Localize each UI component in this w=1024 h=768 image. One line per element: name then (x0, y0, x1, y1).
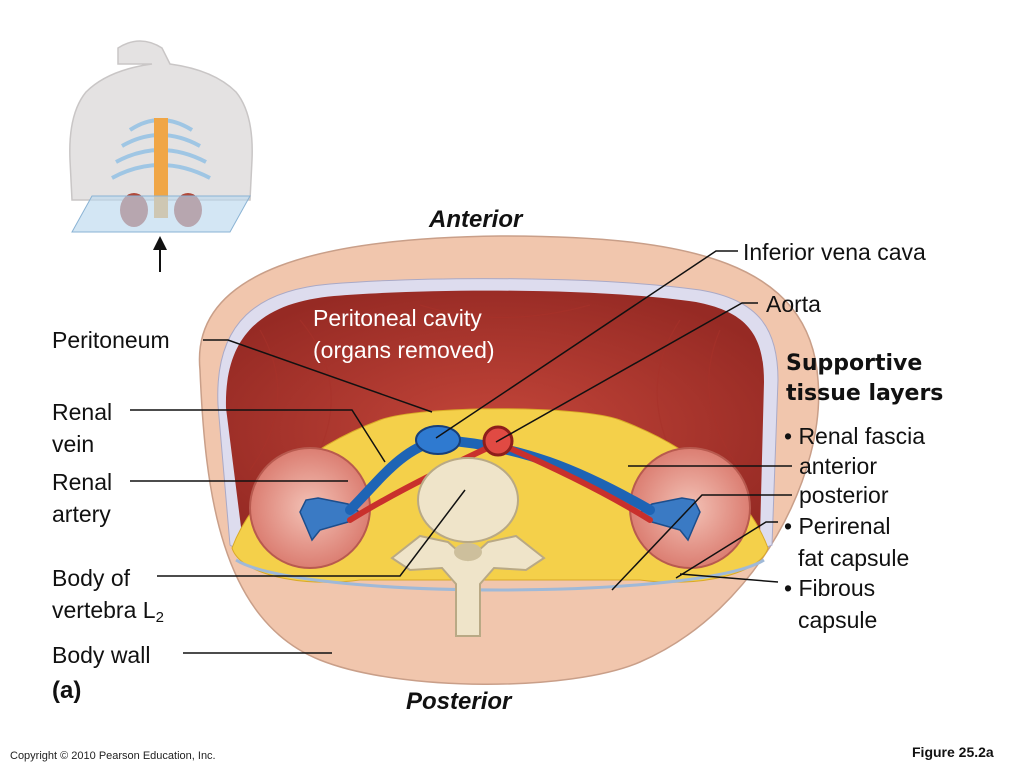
label-vertebra-line1: Body of (52, 565, 130, 591)
cross-section (198, 235, 820, 685)
leader-vertebra (157, 489, 466, 577)
leader-lines (130, 250, 792, 654)
view-arrow-head (153, 236, 167, 250)
label-renal-artery-line2: artery (52, 501, 111, 527)
peritoneal-cavity-line2: (organs removed) (313, 337, 495, 363)
vertebra-subscript: 2 (155, 609, 164, 626)
torso-thumbnail (69, 40, 253, 272)
label-fibrous-line2: capsule (798, 607, 878, 633)
section-plane (71, 195, 251, 233)
spine-thumbnail (154, 118, 168, 218)
label-peritoneum: Peritoneum (52, 327, 170, 353)
leader-ivc (435, 250, 738, 439)
renal-artery-right (497, 441, 653, 523)
vertebra-l2 (390, 457, 546, 637)
leader-fibrous (679, 573, 779, 583)
label-perirenal-line1: • Perirenal (784, 513, 891, 539)
figure-number: Figure 25.2a (912, 744, 994, 760)
label-body-wall: Body wall (52, 642, 151, 668)
renal-fascia-posterior (235, 558, 765, 592)
panel-label: (a) (52, 677, 82, 704)
leader-aorta (495, 302, 758, 443)
anterior-label: Anterior (429, 206, 523, 233)
label-renal-fascia: • Renal fascia (784, 423, 926, 449)
label-renal-vein-line1: Renal (52, 399, 113, 425)
vertebral-body (417, 457, 519, 543)
renal-vessels (345, 435, 655, 523)
label-renal-artery: Renal artery (52, 466, 112, 530)
label-vertebra-line2: vertebra L2 (52, 597, 164, 626)
label-fascia-anterior: anterior (799, 453, 877, 479)
renal-vein-right (435, 435, 655, 515)
inferior-vena-cava (415, 425, 461, 455)
leader-perirenal (675, 521, 778, 579)
copyright-notice: Copyright © 2010 Pearson Education, Inc. (10, 750, 216, 762)
supportive-tissue-heading: Supportive tissue layers (786, 349, 943, 409)
label-perirenal: • Perirenal fat capsule (784, 510, 909, 574)
peritoneal-cavity-label: Peritoneal cavity (organs removed) (313, 302, 495, 366)
label-fibrous: • Fibrous capsule (784, 572, 877, 636)
supportive-heading-line1: Supportive (786, 351, 923, 376)
label-fascia-posterior: posterior (799, 482, 889, 508)
label-perirenal-line2: fat capsule (798, 545, 910, 571)
renal-artery-left (347, 441, 499, 523)
supportive-heading-line2: tissue layers (786, 381, 944, 406)
leader-fascia-posterior (611, 494, 792, 591)
label-renal-artery-line1: Renal (52, 469, 113, 495)
label-aorta: Aorta (766, 291, 821, 317)
label-inferior-vena-cava: Inferior vena cava (743, 239, 926, 265)
label-fibrous-line1: • Fibrous (784, 575, 876, 601)
cavity-muscle-texture (249, 304, 741, 471)
peritoneal-cavity-line1: Peritoneal cavity (313, 305, 482, 331)
vertebral-foramen (454, 543, 482, 561)
label-vertebra: Body of vertebra L2 (52, 562, 164, 634)
posterior-label: Posterior (406, 688, 512, 715)
leader-renal-vein (130, 409, 386, 463)
label-renal-vein-line2: vein (52, 431, 95, 457)
leader-peritoneum (203, 339, 433, 413)
label-renal-vein: Renal vein (52, 396, 112, 460)
